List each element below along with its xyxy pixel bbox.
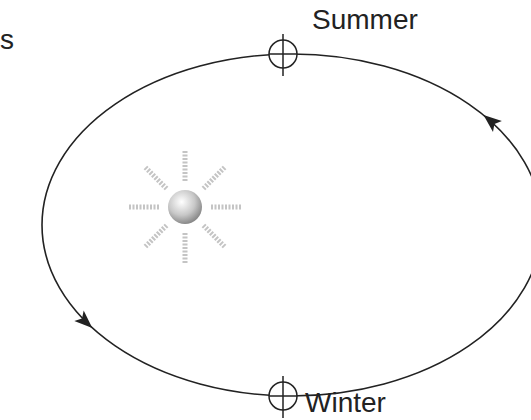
earth-equator [269,53,297,55]
orbit-path [42,54,531,396]
sun-ray [211,205,241,210]
sun-ray [203,167,224,188]
sun-disc [168,190,202,224]
sun-ray [183,233,188,263]
earth-symbol [269,34,297,418]
sun-ray [129,205,159,210]
sun-ray [183,151,188,181]
orbit-arrowhead [74,311,92,328]
sun-ray [145,225,166,246]
season-label: Summer [312,6,418,34]
sun-ray [203,225,224,246]
sun-ray [145,167,166,188]
cut-off-text: s [0,26,14,54]
sun-symbol [129,151,241,263]
season-label: Winter [305,389,386,417]
earth-axis [282,376,284,418]
earth-axis [282,34,284,76]
orbit-ellipse [42,54,531,396]
orbit-arrowhead [484,115,502,132]
earth-equator [269,395,297,397]
